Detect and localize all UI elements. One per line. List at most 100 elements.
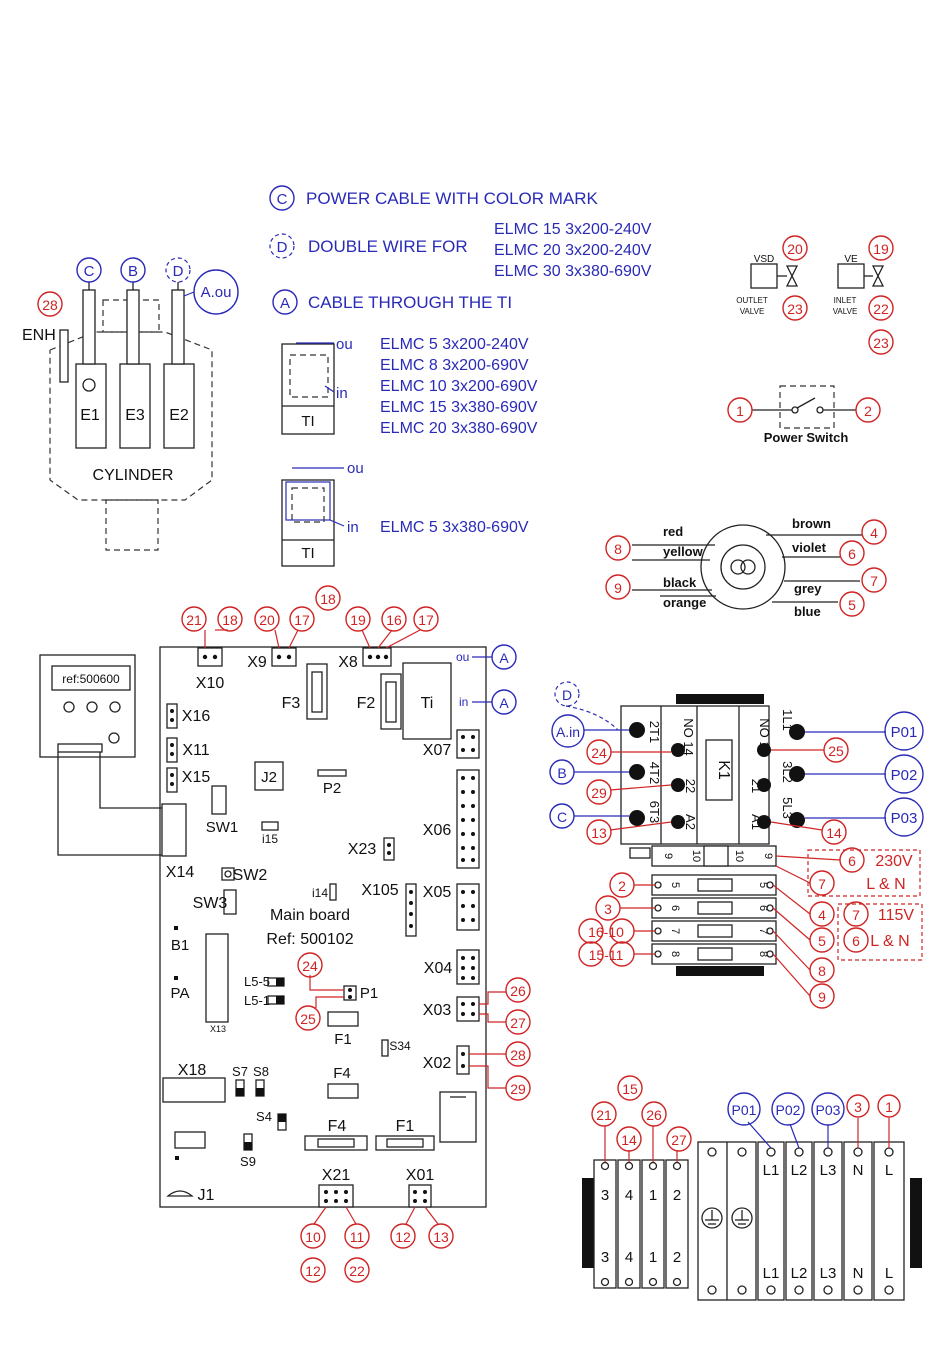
- x02-label: X02: [423, 1055, 452, 1072]
- sw3-label: F1: [334, 1031, 352, 1048]
- x23-label: X23: [348, 841, 377, 858]
- s34-label: S34: [389, 1039, 411, 1053]
- board-in: in: [459, 695, 468, 709]
- f1-label-text: F1: [396, 1118, 415, 1135]
- electrode-e3: [119, 363, 151, 449]
- bottom-num-12: 12: [305, 1263, 321, 1279]
- wire-blue: blue: [794, 604, 821, 619]
- tr-num-9: 9: [614, 580, 622, 596]
- e2-label: E2: [169, 407, 189, 424]
- pin-6t3: 6T3: [647, 801, 662, 823]
- cable-c-mark: [76, 257, 102, 283]
- bottom-num-11: 11: [350, 1229, 365, 1245]
- cylinder: E1 E3 E2 C B D A.ou ENH 28 CYLINDER: [22, 257, 239, 551]
- phase-top-l2: L2: [791, 1162, 808, 1179]
- x15-label: X15: [182, 769, 211, 786]
- j2-label: J2: [261, 769, 277, 786]
- k1-num-25: 25: [828, 743, 844, 759]
- rrow-num-5: 5: [818, 933, 826, 949]
- term-7b: 7: [757, 928, 769, 934]
- c-mark-circle: [269, 185, 295, 211]
- x06-label: X06: [423, 822, 452, 839]
- tb-num-27: 27: [671, 1132, 687, 1148]
- top-num-17: 17: [294, 612, 310, 628]
- k1-label: K1: [715, 760, 732, 780]
- x18-label: X18: [178, 1062, 207, 1079]
- x01-label: X01: [406, 1167, 435, 1184]
- x10-label: X10: [196, 675, 225, 692]
- terminal-block: 3 4 1 2 3 4 1 2 L1 L2 L3 N L L1 L2 L3 N …: [582, 1075, 922, 1301]
- x03-label: X03: [423, 1002, 452, 1019]
- term-10a: 10: [690, 850, 702, 862]
- rrow-num-9: 9: [818, 989, 826, 1005]
- term-9b: 9: [762, 853, 774, 859]
- tr-num-6: 6: [848, 546, 856, 562]
- x07-label: X07: [423, 742, 452, 759]
- ve-valve-icon: [871, 265, 885, 287]
- top-num-20: 20: [259, 612, 275, 628]
- ti1-in: in: [336, 385, 348, 402]
- term-10b: 10: [733, 850, 745, 862]
- vsd-box: [750, 263, 778, 289]
- board-title: Main board: [270, 907, 350, 924]
- v115-label: 115V: [878, 907, 915, 924]
- wire-violet: violet: [792, 540, 827, 555]
- pin-4t2: 4T2: [647, 762, 662, 784]
- inlet-2: VALVE: [833, 307, 858, 316]
- tb-num-15: 15: [622, 1081, 638, 1097]
- ti2-frame: [281, 479, 335, 567]
- k1-c: C: [557, 809, 567, 825]
- phase-top-l: L: [885, 1162, 893, 1179]
- ti1-model-3: ELMC 10 3x200-690V: [380, 378, 538, 395]
- tb-red-3: 3: [854, 1099, 862, 1115]
- cylinder-label: CYLINDER: [93, 467, 174, 484]
- s6-label: L5-1: [244, 993, 270, 1008]
- ti2-ou: ou: [347, 460, 364, 477]
- x8-label: X8: [338, 654, 358, 671]
- vsd-num-23: 23: [787, 301, 803, 317]
- rrow-num-8: 8: [818, 963, 826, 979]
- tb-p01: P01: [732, 1102, 757, 1118]
- phase-bot-l1: L1: [763, 1265, 780, 1282]
- top-num-18: 18: [222, 612, 238, 628]
- terminal-row-6: 6 6: [651, 897, 777, 919]
- d-model-3: ELMC 30 3x380-690V: [494, 263, 652, 280]
- term-6a: 6: [669, 905, 681, 911]
- d-model-2: ELMC 20 3x200-240V: [494, 242, 652, 259]
- phase-top-l1: L1: [763, 1162, 780, 1179]
- phase-bot-l2: L2: [791, 1265, 808, 1282]
- ve-label: VE: [844, 254, 858, 265]
- ti2-label: TI: [301, 545, 314, 562]
- phase-top-l3: L3: [820, 1162, 837, 1179]
- sw1-label: SW1: [206, 819, 239, 836]
- v115-ln: L & N: [870, 933, 909, 950]
- p1-num-25: 25: [300, 1011, 316, 1027]
- x13-label: X13: [210, 1024, 226, 1034]
- top-num-18b: 18: [320, 591, 336, 607]
- tr-num-7: 7: [870, 573, 878, 589]
- tr-num-4: 4: [870, 525, 878, 541]
- legend-d-text: DOUBLE WIRE FOR: [308, 237, 468, 256]
- valves: VSD OUTLET VALVE 20 23 VE INLET VALVE 19…: [736, 235, 894, 355]
- phase-bot-n: N: [853, 1265, 864, 1282]
- tb-top-3: 3: [601, 1187, 609, 1204]
- ti1-model-2: ELMC 8 3x200-690V: [380, 357, 529, 374]
- ve-num-22: 22: [873, 301, 889, 317]
- k1-body: [620, 705, 770, 845]
- cable-d-label: D: [173, 263, 184, 280]
- contactor: K1 2T1 4T2 6T3 NO 14 22 A2 NO 13 21 A1 1…: [549, 681, 924, 1009]
- board-ou: ou: [456, 650, 469, 664]
- bottom-num-10: 10: [305, 1229, 321, 1245]
- ti1-ou: ou: [336, 336, 353, 353]
- e1-label: E1: [80, 407, 100, 424]
- v230-ln: L & N: [866, 876, 905, 893]
- wire-yellow: yellow: [663, 544, 704, 559]
- term-7a: 7: [669, 928, 681, 934]
- cable-c-label: C: [84, 263, 95, 280]
- tb-bot-1: 1: [649, 1249, 657, 1266]
- vsd-label: VSD: [754, 254, 775, 265]
- ti1-model-4: ELMC 15 3x380-690V: [380, 399, 538, 416]
- display-ref: ref:500600: [62, 672, 120, 686]
- vsd-valve-icon: [785, 265, 799, 287]
